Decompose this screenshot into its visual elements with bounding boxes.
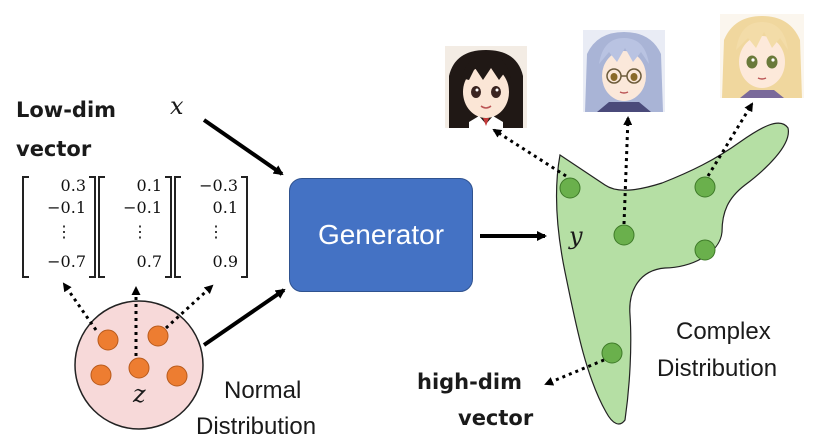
vector-cell: 0.1	[212, 198, 238, 217]
vector-cell: 0.7	[136, 252, 162, 271]
vector-cell: ⋮	[132, 222, 148, 241]
output-dot	[613, 224, 635, 246]
anime-face-blonde-hair-image	[720, 14, 804, 98]
vector-cell: ⋮	[208, 222, 224, 241]
low-dim-label-line1: Low-dim	[16, 98, 117, 122]
vector-cell: 0.3	[60, 176, 86, 195]
vector-cell: 0.9	[212, 252, 238, 271]
bracket-right	[89, 176, 96, 278]
high-dim-label-line1: high-dim	[417, 370, 522, 394]
normal-label-line2: Distribution	[196, 413, 317, 440]
output-dot	[601, 342, 623, 364]
dotted-arrow-to-vector-3	[164, 284, 214, 330]
vector-cell: 0.1	[136, 176, 162, 195]
complex-label-line2: Distribution	[657, 355, 778, 382]
dotted-arrow-to-image-1	[492, 128, 567, 178]
bracket-right	[165, 176, 172, 278]
vector-cell: −0.1	[123, 198, 162, 217]
output-dot	[559, 177, 581, 199]
generator-box: Generator	[289, 178, 473, 292]
y-label: y	[569, 222, 583, 250]
dotted-arrow-to-vector-1	[62, 282, 98, 331]
bracket-left	[98, 176, 105, 278]
bracket-right	[241, 176, 248, 278]
sample-dot	[90, 364, 112, 386]
output-dot	[694, 239, 716, 261]
bracket-left	[174, 176, 181, 278]
bracket-left	[22, 176, 29, 278]
vector-cell: −0.1	[47, 198, 86, 217]
anime-face-silver-hair-glasses-image	[583, 30, 665, 112]
sample-dot	[128, 357, 150, 379]
anime-face-dark-hair-image	[445, 46, 527, 128]
sample-dot	[147, 325, 169, 347]
vector-3: −0.3 0.1 ⋮ 0.9	[174, 176, 248, 278]
low-dim-label-line2: vector	[16, 137, 92, 161]
complex-label-line1: Complex	[676, 318, 771, 345]
generator-label: Generator	[317, 219, 445, 250]
vector-1: 0.3 −0.1 ⋮ −0.7	[22, 176, 96, 278]
x-label: x	[170, 92, 184, 120]
sample-dot	[166, 365, 188, 387]
sample-dot	[97, 329, 119, 351]
dotted-arrow-to-image-3	[706, 102, 754, 177]
output-dot	[694, 176, 716, 198]
arrow-x-to-generator	[202, 118, 284, 176]
arrow-z-to-generator	[202, 288, 286, 347]
vector-cell: ⋮	[56, 222, 72, 241]
z-label: z	[133, 380, 146, 408]
vector-cell: −0.3	[199, 176, 238, 195]
vector-2: 0.1 −0.1 ⋮ 0.7	[98, 176, 172, 278]
high-dim-label-line2: vector	[458, 406, 534, 430]
normal-label-line1: Normal	[224, 377, 302, 404]
vector-cell: −0.7	[47, 252, 86, 271]
